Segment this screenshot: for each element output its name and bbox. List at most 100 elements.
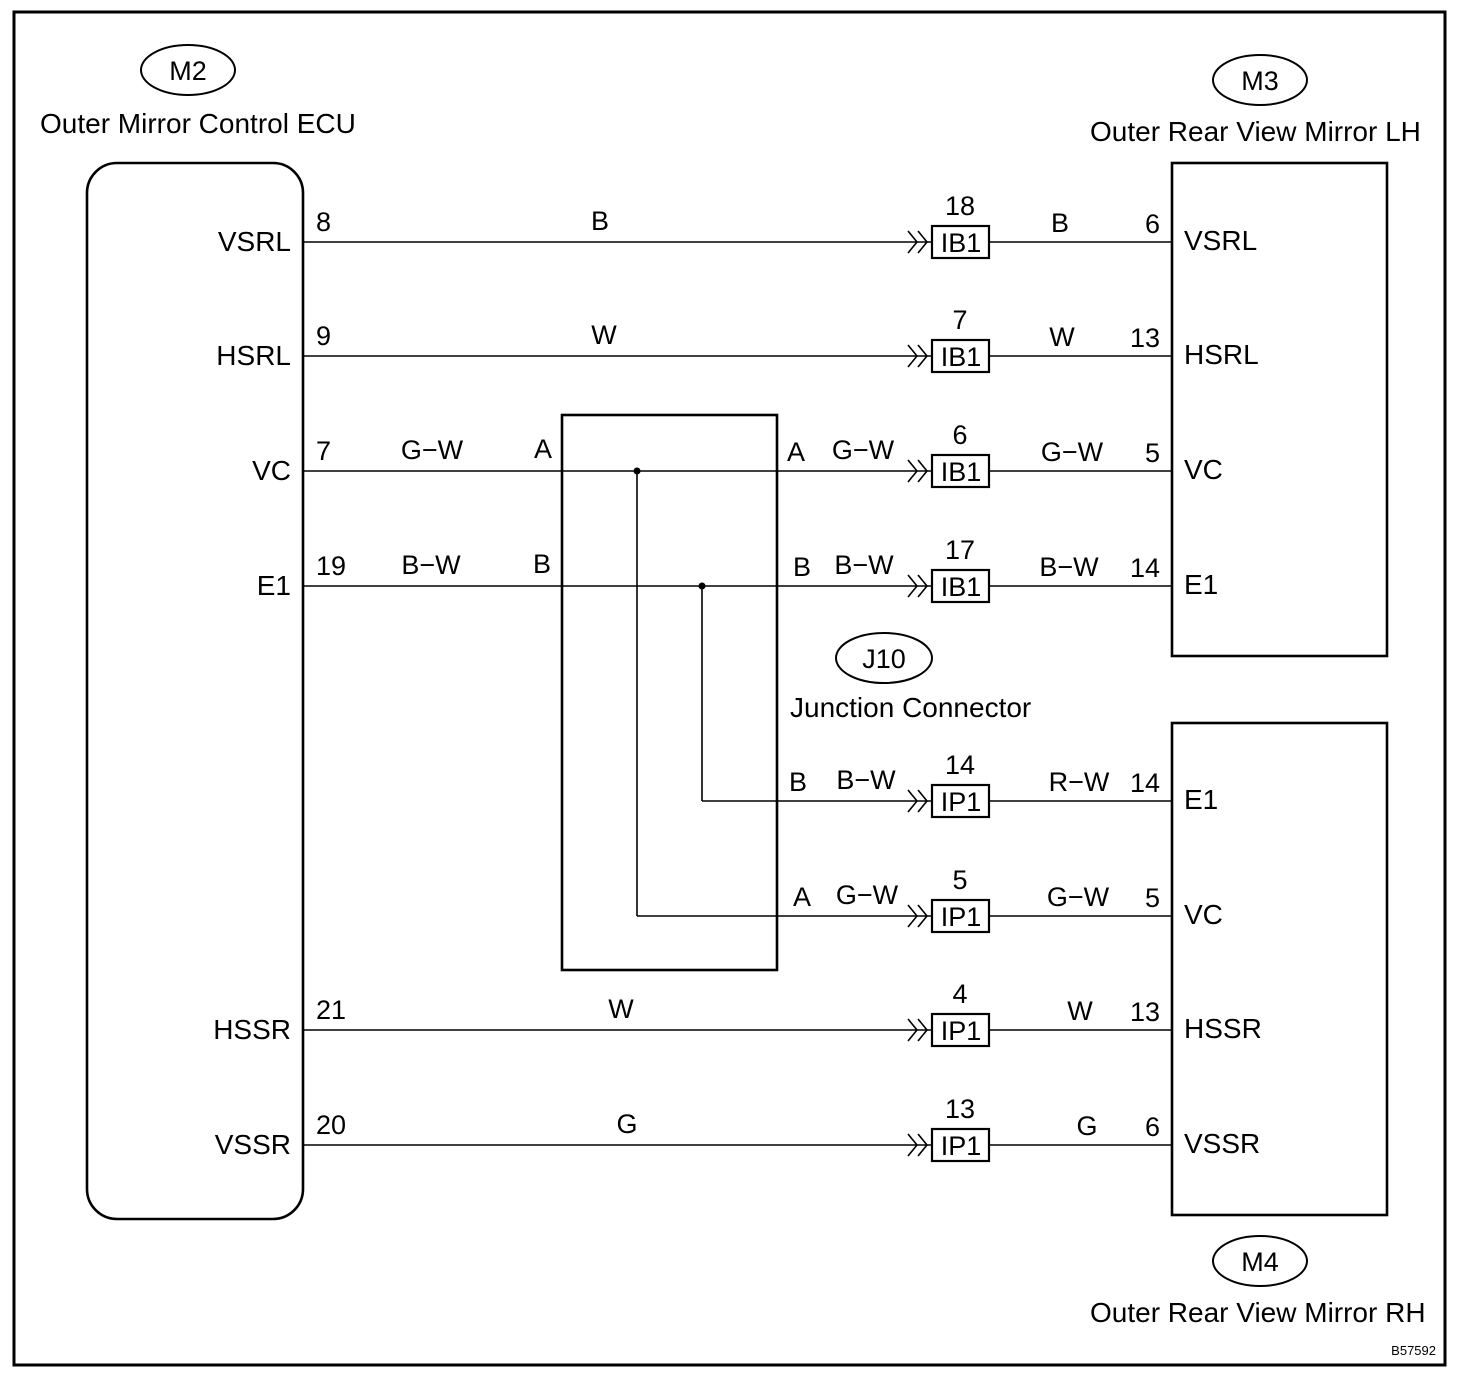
mirror-terminal-label: E1 [1184, 569, 1218, 600]
ecu-pin-number: 20 [316, 1110, 346, 1140]
connector-name: IB1 [941, 572, 982, 602]
connector-pin-number: 7 [952, 305, 967, 335]
mirror-rh-box [1170, 721, 1389, 1217]
ecu-code-ellipse [140, 44, 236, 96]
ecu-code: M2 [169, 56, 207, 86]
junction-in-terminal: B [533, 549, 551, 579]
ecu-side-wire-color: B [591, 206, 609, 236]
mirror-pin-number: 14 [1130, 768, 1160, 798]
mirror-rh-code-ellipse [1212, 1235, 1308, 1287]
splice-point-e1 [698, 582, 706, 590]
mirror-pin-number: 6 [1145, 209, 1160, 239]
mirror-pin-number: 5 [1145, 883, 1160, 913]
connector-arrow-icon [907, 230, 929, 254]
junction-side-wire-color: G−W [832, 435, 895, 465]
mirror-pin-number: 14 [1130, 553, 1160, 583]
ecu-terminal-label: VSSR [215, 1129, 291, 1160]
connector-name: IP1 [941, 787, 982, 817]
ecu-pin-number: 21 [316, 995, 346, 1025]
connector-name: IP1 [941, 1016, 982, 1046]
mirror-terminal-label: VC [1184, 899, 1223, 930]
diagram-frame [12, 10, 1447, 1367]
mirror-pin-number: 5 [1145, 438, 1160, 468]
connector-box [930, 898, 991, 934]
junction-name: Junction Connector [790, 692, 1031, 723]
connector-pin-number: 4 [952, 979, 967, 1009]
junction-out-terminal: A [793, 882, 811, 912]
mirror-side-wire-color: B [1051, 208, 1069, 238]
ecu-terminal-label: HSRL [216, 340, 291, 371]
mirror-pin-number: 13 [1130, 323, 1160, 353]
mirror-lh-name: Outer Rear View Mirror LH [1090, 116, 1421, 147]
connector-name: IB1 [941, 457, 982, 487]
ecu-pin-number: 7 [316, 436, 331, 466]
connector-arrow-icon [907, 574, 929, 598]
ecu-terminal-label: VC [252, 455, 291, 486]
ecu-side-wire-color: G [616, 1109, 637, 1139]
ecu-box [85, 161, 305, 1221]
ecu-side-wire-color: W [591, 320, 617, 350]
ecu-name: Outer Mirror Control ECU [40, 108, 356, 139]
mirror-terminal-label: E1 [1184, 784, 1218, 815]
junction-code: J10 [862, 644, 906, 674]
ecu-side-wire-color: G−W [401, 435, 464, 465]
junction-badge: J10 [835, 632, 933, 684]
connector-pin-number: 5 [952, 865, 967, 895]
connector-name: IP1 [941, 1131, 982, 1161]
mirror-side-wire-color: W [1067, 996, 1093, 1026]
junction-out-terminal: B [789, 767, 807, 797]
connector-arrow-icon [907, 789, 929, 813]
mirror-rh-code: M4 [1241, 1247, 1279, 1277]
mirror-rh-name: Outer Rear View Mirror RH [1090, 1297, 1426, 1328]
ecu-terminal-label: E1 [257, 570, 291, 601]
connector-arrow-icon [907, 459, 929, 483]
connector-arrow-icon [907, 904, 929, 928]
mirror-terminal-label: VC [1184, 454, 1223, 485]
ecu-terminal-label: HSSR [213, 1014, 291, 1045]
mirror-pin-number: 13 [1130, 997, 1160, 1027]
ecu-pin-number: 8 [316, 207, 331, 237]
connector-pin-number: 13 [945, 1094, 975, 1124]
mirror-lh-code: M3 [1241, 66, 1279, 96]
junction-out-terminal: B [793, 552, 811, 582]
ecu-badge: M2 [140, 44, 236, 96]
connector-arrow-icon [907, 1133, 929, 1157]
mirror-lh-badge: M3 [1212, 54, 1308, 106]
junction-code-ellipse [835, 632, 933, 684]
connector-box [930, 338, 991, 374]
mirror-side-wire-color: G−W [1041, 437, 1104, 467]
connector-arrow-icon [907, 344, 929, 368]
connector-pin-number: 14 [945, 750, 975, 780]
junction-connector-box [560, 413, 779, 972]
mirror-side-wire-color: G [1076, 1111, 1097, 1141]
mirror-side-wire-color: R−W [1049, 767, 1110, 797]
connector-pin-number: 18 [945, 191, 975, 221]
mirror-terminal-label: VSSR [1184, 1128, 1260, 1159]
ecu-terminal-label: VSRL [218, 226, 291, 257]
junction-side-wire-color: B−W [834, 550, 894, 580]
mirror-lh-code-ellipse [1212, 54, 1308, 106]
ecu-side-wire-color: B−W [401, 550, 461, 580]
mirror-lh-box [1170, 161, 1389, 658]
mirror-side-wire-color: B−W [1039, 552, 1099, 582]
ecu-side-wire-color: W [608, 994, 634, 1024]
connector-name: IB1 [941, 342, 982, 372]
drawing-number: B57592 [1391, 1343, 1436, 1358]
junction-out-terminal: A [787, 437, 805, 467]
connector-pin-number: 6 [952, 420, 967, 450]
connector-arrow-icon [907, 1018, 929, 1042]
connector-name: IP1 [941, 902, 982, 932]
ecu-pin-number: 9 [316, 321, 331, 351]
ecu-pin-number: 19 [316, 551, 346, 581]
mirror-side-wire-color: W [1049, 322, 1075, 352]
splice-point-vc [633, 467, 641, 475]
connector-name: IB1 [941, 228, 982, 258]
